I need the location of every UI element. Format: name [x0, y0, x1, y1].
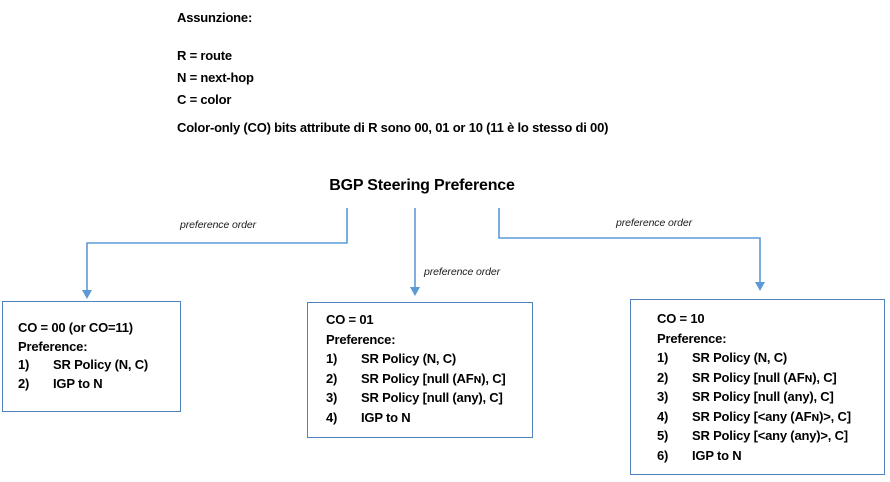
- item-text: SR Policy [null (AFɴ), C]: [361, 370, 506, 386]
- definition-color: C = color: [177, 92, 232, 107]
- item-number: 3): [326, 390, 338, 405]
- item-text: SR Policy [<any (AFɴ)>, C]: [692, 408, 851, 424]
- assumptions-definitions: R = route N = next-hop C = color: [177, 45, 254, 111]
- preference-item: 4) IGP to N: [326, 408, 532, 428]
- item-text: SR Policy [null (any), C]: [692, 389, 834, 404]
- item-number: 1): [326, 351, 338, 366]
- preference-item: 4) SR Policy [<any (AFɴ)>, C]: [657, 407, 884, 427]
- preference-item: 1) SR Policy (N, C): [326, 349, 532, 369]
- definition-next-hop: N = next-hop: [177, 70, 254, 85]
- arrowhead-middle: [410, 287, 420, 296]
- diagram-title: BGP Steering Preference: [329, 177, 515, 194]
- item-number: 6): [657, 447, 669, 463]
- item-text: SR Policy [null (any), C]: [361, 390, 503, 405]
- co-01-box: CO = 01 Preference: 1) SR Policy (N, C) …: [307, 302, 533, 438]
- preference-order-label-right: preference order: [616, 217, 693, 229]
- item-number: 1): [18, 357, 30, 372]
- preference-order-label-left: preference order: [180, 219, 257, 231]
- item-text: IGP to N: [361, 409, 411, 425]
- preference-item: 6) IGP to N: [657, 446, 884, 466]
- item-text: SR Policy [null (AFɴ), C]: [692, 369, 837, 385]
- preference-item: 2) SR Policy [null (AFɴ), C]: [326, 369, 532, 389]
- item-number: 3): [657, 389, 669, 404]
- color-only-note: Color-only (CO) bits attribute di R sono…: [177, 120, 609, 135]
- item-number: 5): [657, 428, 669, 443]
- item-text: SR Policy (N, C): [692, 350, 788, 365]
- item-text: IGP to N: [53, 375, 103, 391]
- co-00-box: CO = 00 (or CO=11) Preference: 1) SR Pol…: [2, 301, 181, 412]
- box-heading: CO = 01: [326, 312, 374, 327]
- item-text: SR Policy [<any (any)>, C]: [692, 428, 848, 443]
- preference-order-label-middle: preference order: [424, 266, 501, 278]
- item-number: 2): [326, 370, 338, 386]
- item-text: IGP to N: [692, 447, 742, 463]
- item-number: 4): [657, 408, 669, 424]
- item-number: 2): [18, 375, 30, 391]
- arrowhead-left: [82, 290, 92, 299]
- definition-route: R = route: [177, 48, 232, 63]
- box-subheading: Preference:: [326, 331, 396, 347]
- preference-item: 1) SR Policy (N, C): [18, 356, 180, 375]
- arrowhead-right: [755, 282, 765, 291]
- item-number: 4): [326, 409, 338, 425]
- box-subheading: Preference:: [18, 338, 88, 354]
- preference-item: 2) IGP to N: [18, 375, 180, 394]
- item-number: 2): [657, 369, 669, 385]
- assumptions-heading: Assunzione:: [177, 10, 253, 25]
- box-subheading: Preference:: [657, 330, 727, 346]
- item-number: 1): [657, 350, 669, 365]
- box-heading: CO = 10: [657, 311, 705, 326]
- item-text: SR Policy (N, C): [361, 351, 457, 366]
- preference-item: 3) SR Policy [null (any), C]: [326, 388, 532, 408]
- item-text: SR Policy (N, C): [53, 357, 149, 372]
- preference-item: 2) SR Policy [null (AFɴ), C]: [657, 368, 884, 388]
- preference-item: 3) SR Policy [null (any), C]: [657, 387, 884, 407]
- preference-item: 1) SR Policy (N, C): [657, 348, 884, 368]
- preference-item: 5) SR Policy [<any (any)>, C]: [657, 426, 884, 446]
- co-10-box: CO = 10 Preference: 1) SR Policy (N, C) …: [630, 299, 885, 475]
- box-heading: CO = 00 (or CO=11): [18, 320, 133, 335]
